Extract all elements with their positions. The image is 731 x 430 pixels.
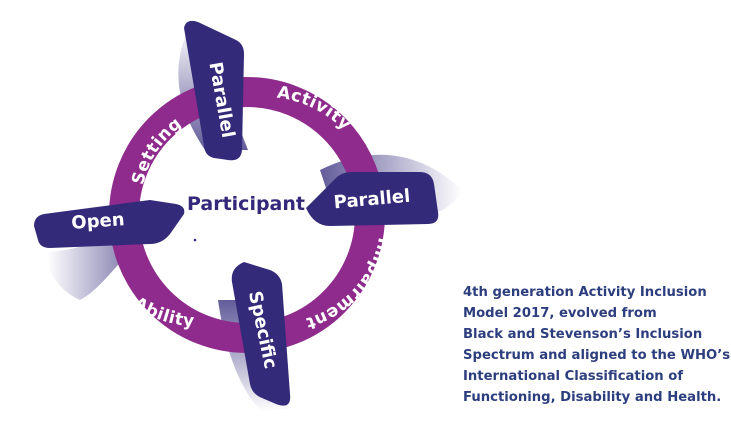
blade-left-label: Open — [71, 209, 126, 234]
caption-line: International Classification of — [463, 369, 684, 384]
center-label: Participant — [187, 193, 305, 215]
caption-line: Model 2017, evolved from — [463, 306, 657, 321]
caption-line: Spectrum and aligned to the WHO’s — [463, 348, 731, 363]
blade-left: Open — [34, 200, 185, 248]
diagram-caption: 4th generation Activity Inclusion Model … — [463, 282, 731, 408]
caption-line: 4th generation Activity Inclusion — [463, 285, 707, 300]
blade-right: Parallel — [306, 172, 439, 226]
caption-line: Black and Stevenson’s Inclusion — [463, 327, 703, 342]
blade-bottom: Specific — [231, 262, 291, 406]
caption-line: Functioning, Disability and Health. — [463, 390, 722, 405]
center-dot — [193, 238, 197, 242]
blade-top: Parallel — [184, 20, 244, 161]
